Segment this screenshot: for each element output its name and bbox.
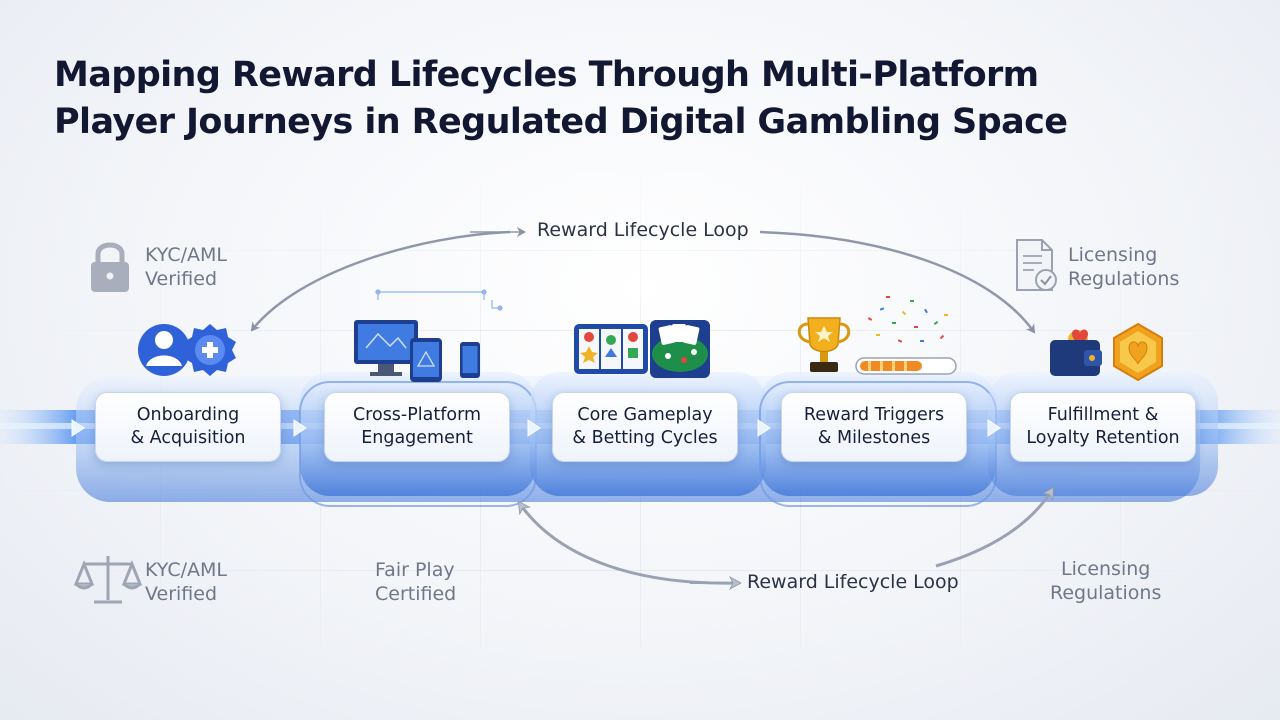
stage-core-gameplay: Core Gameplay & Betting Cycles [552,392,738,462]
note-bottom-middle-line1: Fair Play [375,559,455,581]
note-top-right-line1: Licensing [1068,244,1158,266]
user-badge-icon [138,324,236,376]
stage-core-gameplay-line1: Core Gameplay [577,405,713,425]
note-top-left: KYC/AML Verified [145,243,227,291]
note-bottom-left: KYC/AML Verified [145,558,227,606]
note-top-right-line2: Regulations [1068,268,1180,290]
stage-cross-platform-line2: Engagement [361,428,473,448]
top-loop-label: Reward Lifecycle Loop [537,219,749,241]
stage-fulfillment-line2: Loyalty Retention [1026,428,1180,448]
note-bottom-middle: Fair Play Certified [375,558,456,606]
stage-onboarding-line1: Onboarding [136,405,240,425]
note-top-right: Licensing Regulations [1068,243,1179,291]
stage-cross-platform-line1: Cross-Platform [352,405,482,425]
stage-onboarding-line2: & Acquisition [130,428,246,448]
devices-icon [354,289,503,382]
stage-reward-triggers-line1: Reward Triggers [803,405,945,425]
bottom-loop-label: Reward Lifecycle Loop [747,571,959,593]
note-bottom-right: Licensing Regulations [1050,557,1161,605]
note-bottom-middle-line2: Certified [375,583,457,605]
stage-reward-triggers: Reward Triggers & Milestones [781,392,967,462]
trophy-progress-icon [797,296,957,375]
scales-icon [73,556,143,604]
title-line-1: Mapping Reward Lifecycles Through Multi-… [54,55,1039,95]
bottom-loop-arrow-left [517,500,736,585]
note-top-left-line1: KYC/AML [145,244,227,266]
note-bottom-right-line1: Licensing [1061,558,1151,580]
note-bottom-left-line2: Verified [145,583,218,605]
page-title: Mapping Reward Lifecycles Through Multi-… [54,52,1224,146]
confetti [867,296,948,343]
lock-icon [91,242,129,292]
stage-reward-triggers-line2: & Milestones [817,428,931,448]
bottom-loop-arrow-right [935,486,1055,568]
stage-core-gameplay-line2: & Betting Cycles [572,428,718,448]
stage-cross-platform: Cross-Platform Engagement [324,392,510,462]
flow-chevrons [71,419,1001,437]
stage-fulfillment-line1: Fulfillment & [1047,405,1159,425]
note-bottom-right-line2: Regulations [1050,582,1162,604]
top-loop-arrow-right [759,230,1036,334]
stage-fulfillment: Fulfillment & Loyalty Retention [1010,392,1196,462]
note-bottom-left-line1: KYC/AML [145,559,227,581]
top-loop-arrow-left [250,230,511,332]
title-line-2: Player Journeys in Regulated Digital Gam… [54,102,1068,142]
document-check-icon [1016,239,1057,291]
wallet-heart-icon [1050,322,1163,382]
stage-onboarding: Onboarding & Acquisition [95,392,281,462]
note-top-left-line2: Verified [145,268,218,290]
slots-cards-icon [574,320,710,378]
